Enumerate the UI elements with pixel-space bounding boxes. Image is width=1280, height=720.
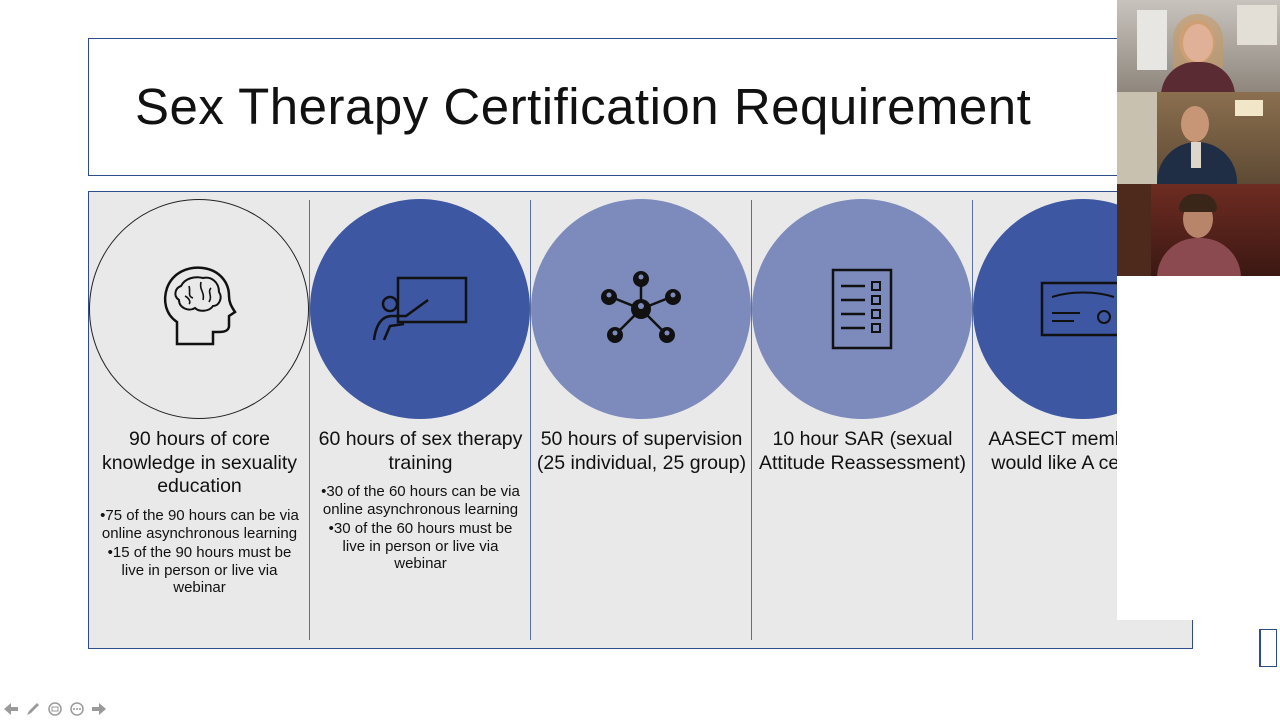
- bullet-item: 15 of the 90 hours must be live in perso…: [97, 544, 302, 597]
- requirement-title: 60 hours of sex therapy training: [318, 428, 523, 474]
- column-divider: [751, 200, 752, 640]
- presentation-board-icon: [372, 276, 468, 341]
- requirement-circle: [531, 199, 751, 419]
- slide-edge-marker: [1259, 629, 1277, 667]
- participant-video-1[interactable]: [1117, 0, 1280, 92]
- slides-icon[interactable]: [47, 701, 63, 717]
- participant-video-2[interactable]: [1117, 92, 1280, 184]
- participant-video-3[interactable]: [1117, 184, 1280, 276]
- bullet-item: 30 of the 60 hours must be live in perso…: [318, 520, 523, 573]
- requirement-title: 90 hours of core knowledge in sexuality …: [101, 428, 298, 497]
- slide-title-box: Sex Therapy Certification Requirement: [88, 38, 1148, 176]
- bullet-item: 75 of the 90 hours can be via online asy…: [97, 507, 302, 542]
- slide-title: Sex Therapy Certification Requirement: [135, 78, 1032, 135]
- requirement-title: 10 hour SAR (sexual Attitude Reassessmen…: [758, 428, 966, 474]
- requirement-column-therapy-training: 60 hours of sex therapy training 30 of t…: [310, 192, 531, 648]
- column-divider: [309, 200, 310, 640]
- column-divider: [972, 200, 973, 640]
- pen-icon[interactable]: [25, 701, 41, 717]
- checklist-icon: [831, 268, 893, 350]
- certificate-icon: [1040, 281, 1126, 337]
- requirement-bullets: 75 of the 90 hours can be via online asy…: [97, 507, 302, 599]
- requirement-circle: [310, 199, 530, 419]
- bullet-item: 30 of the 60 hours can be via online asy…: [318, 483, 523, 518]
- requirement-column-sar: 10 hour SAR (sexual Attitude Reassessmen…: [752, 192, 973, 648]
- more-icon[interactable]: [69, 701, 85, 717]
- network-people-icon: [601, 271, 681, 343]
- previous-arrow-icon[interactable]: [3, 701, 19, 717]
- requirement-bullets: 30 of the 60 hours can be via online asy…: [318, 483, 523, 575]
- presentation-controls: [0, 698, 113, 720]
- requirement-title: 50 hours of supervision (25 individual, …: [536, 428, 747, 474]
- requirement-circle: [89, 199, 309, 419]
- brain-head-icon: [163, 266, 237, 346]
- requirements-panel: 90 hours of core knowledge in sexuality …: [88, 191, 1193, 649]
- requirement-column-supervision: 50 hours of supervision (25 individual, …: [531, 192, 752, 648]
- next-arrow-icon[interactable]: [91, 701, 107, 717]
- video-participants-panel: [1117, 0, 1280, 620]
- column-divider: [530, 200, 531, 640]
- requirement-circle: [752, 199, 972, 419]
- requirement-column-core-knowledge: 90 hours of core knowledge in sexuality …: [89, 192, 310, 648]
